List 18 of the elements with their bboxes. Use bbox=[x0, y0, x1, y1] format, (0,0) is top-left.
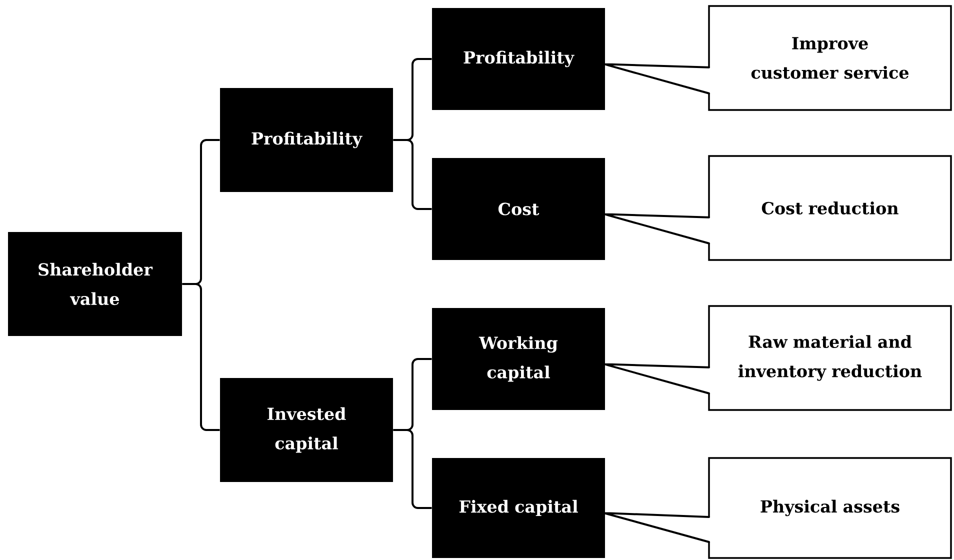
callout-box: Raw material and inventory reduction bbox=[708, 305, 952, 411]
category-box: Fixed capital bbox=[432, 458, 605, 558]
callout-box: Cost reduction bbox=[708, 155, 952, 261]
callout-box: Physical assets bbox=[708, 457, 952, 559]
connector-line bbox=[603, 512, 710, 543]
category-box: Profitability bbox=[220, 88, 393, 192]
connector-line bbox=[603, 363, 710, 394]
category-box: Working capital bbox=[432, 308, 605, 410]
category-box: Invested capital bbox=[220, 378, 393, 482]
connector-line bbox=[182, 283, 220, 431]
connector-line bbox=[603, 213, 710, 244]
category-box: Profitability bbox=[432, 8, 605, 110]
category-box: Shareholder value bbox=[8, 232, 182, 336]
connector-line bbox=[393, 139, 432, 210]
connector-line bbox=[603, 63, 710, 94]
connector-line bbox=[393, 429, 432, 509]
callout-box: Improve customer service bbox=[708, 5, 952, 111]
category-box: Cost bbox=[432, 158, 605, 260]
